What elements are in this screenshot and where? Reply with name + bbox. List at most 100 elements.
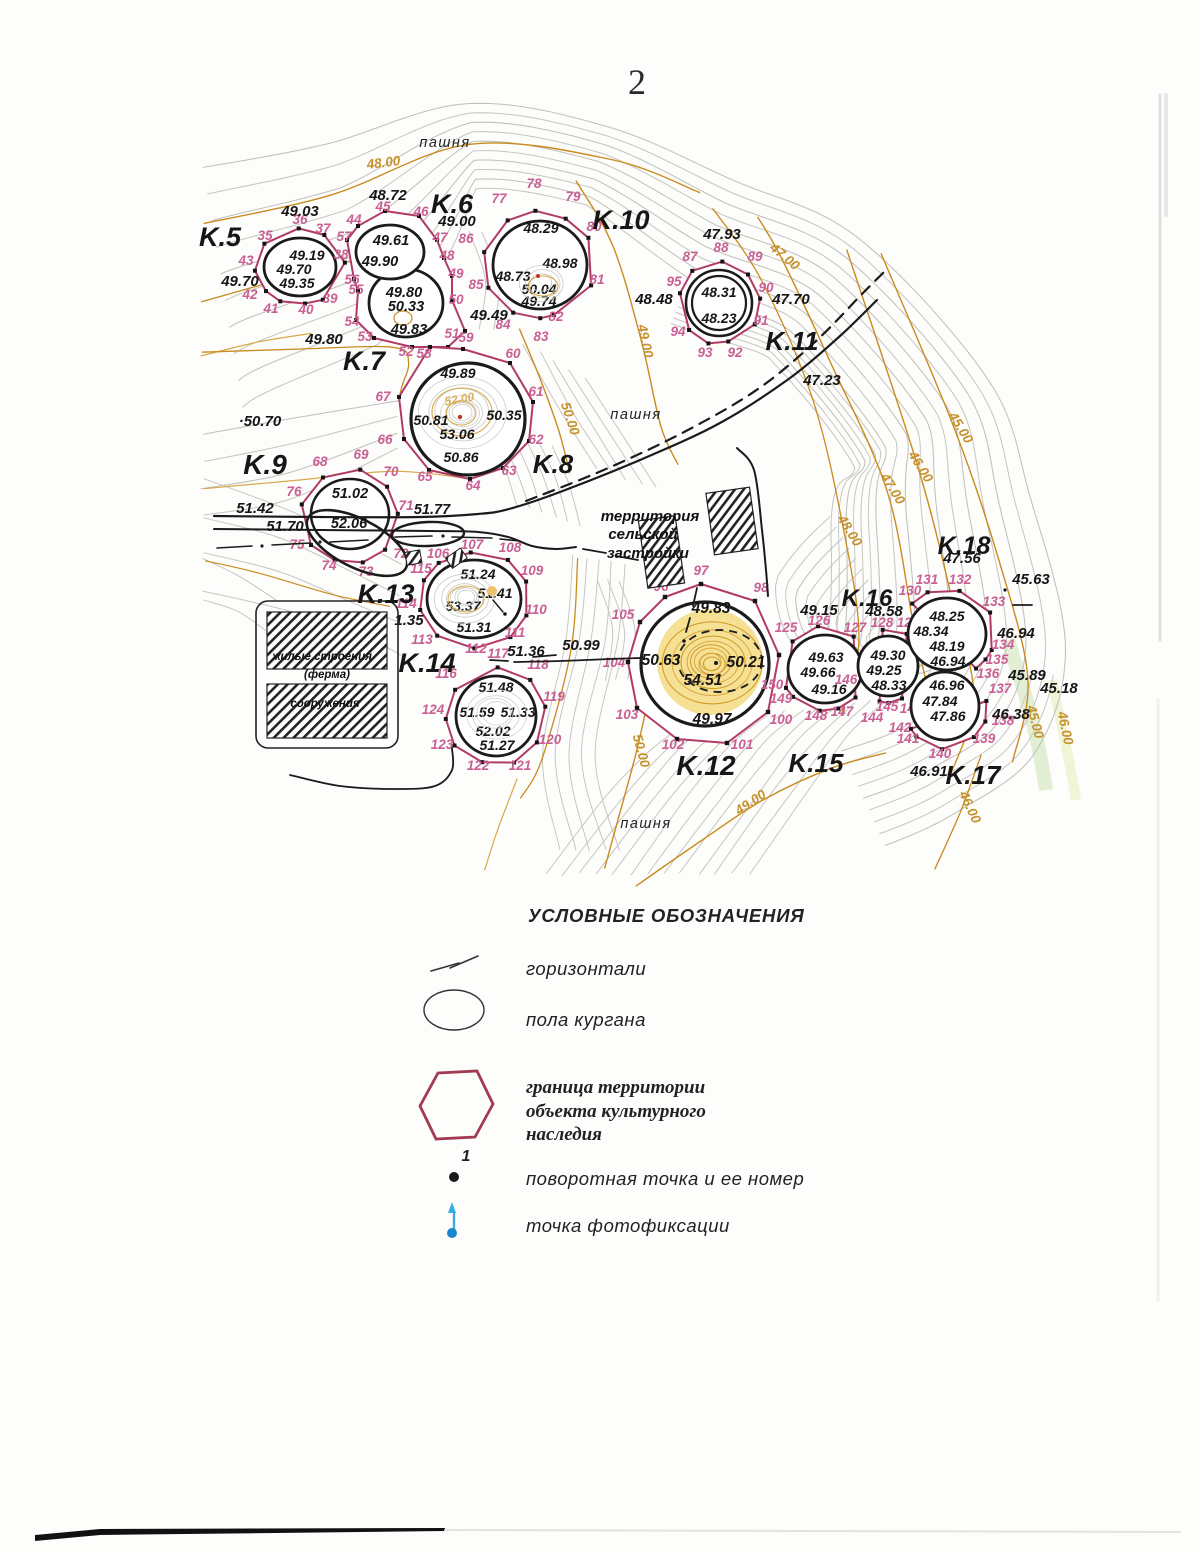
svg-text:63: 63 [501,463,517,478]
svg-text:119: 119 [543,689,565,704]
svg-text:141: 141 [897,731,920,746]
svg-text:застройки: застройки [607,545,689,562]
svg-text:51: 51 [444,326,459,341]
svg-text:144: 144 [861,710,884,725]
svg-text:46: 46 [412,204,429,219]
svg-text:45.89: 45.89 [1007,667,1046,684]
svg-text:94: 94 [670,324,686,339]
svg-text:145: 145 [876,699,899,714]
svg-text:поворотная точка и ее номе: поворотная точка и ее номер [526,1168,804,1189]
svg-text:точка фотофиксации: точка фотофиксации [526,1215,730,1236]
svg-text:K.11: K.11 [766,326,819,356]
svg-text:пашня: пашня [610,407,661,423]
svg-text:105: 105 [612,607,635,622]
svg-text:50.00: 50.00 [558,400,583,437]
svg-text:124: 124 [422,702,445,717]
svg-text:41: 41 [262,301,278,316]
svg-text:45.18: 45.18 [1039,680,1078,697]
svg-text:49.19: 49.19 [288,247,324,263]
svg-text:45.00: 45.00 [945,408,976,446]
svg-text:103: 103 [616,707,639,722]
svg-text:58: 58 [416,346,432,361]
svg-text:46.00: 46.00 [956,788,985,826]
svg-text:50.86: 50.86 [443,449,478,465]
svg-text:67: 67 [375,389,392,404]
svg-text:49.66: 49.66 [799,664,835,680]
svg-text:сельской: сельской [608,526,677,543]
svg-text:74: 74 [321,558,337,573]
svg-text:37: 37 [315,221,332,236]
svg-text:·50.70: ·50.70 [239,413,282,430]
svg-text:112: 112 [465,641,487,656]
svg-text:49.83: 49.83 [691,600,731,617]
svg-text:49.80: 49.80 [304,331,343,348]
svg-text:46.96: 46.96 [928,677,964,693]
svg-text:83: 83 [533,329,549,344]
svg-text:48.33: 48.33 [870,677,906,693]
svg-text:K.12: K.12 [676,750,736,781]
svg-text:49.97: 49.97 [692,711,733,728]
svg-text:49.80: 49.80 [385,285,422,301]
svg-text:46.91: 46.91 [909,763,948,780]
svg-text:132: 132 [949,572,972,587]
svg-text:115: 115 [410,561,432,576]
svg-text:наследия: наследия [526,1124,602,1145]
svg-text:(ферма): (ферма) [304,669,350,681]
svg-text:80: 80 [586,219,602,234]
svg-text:47.56: 47.56 [942,550,981,567]
svg-text:76: 76 [286,484,302,499]
svg-text:62: 62 [528,432,544,447]
svg-text:123: 123 [431,737,454,752]
svg-text:49.03: 49.03 [280,203,319,220]
svg-text:51.27: 51.27 [479,737,515,753]
svg-text:48.23: 48.23 [700,310,736,326]
svg-text:K.10: K.10 [592,205,649,235]
svg-text:51.42: 51.42 [236,500,274,517]
svg-text:50.99: 50.99 [562,637,600,654]
svg-text:1: 1 [462,1148,471,1165]
svg-text:53: 53 [357,329,373,344]
svg-text:49.00: 49.00 [437,213,476,230]
svg-text:50.21: 50.21 [727,654,766,671]
svg-text:сооружения: сооружения [290,698,360,710]
svg-text:61: 61 [528,384,543,399]
svg-text:86: 86 [458,231,474,246]
svg-text:K.6: K.6 [431,189,474,219]
svg-text:жилые строения: жилые строения [271,651,372,663]
svg-text:139: 139 [973,731,996,746]
svg-text:47.93: 47.93 [702,226,741,243]
svg-text:133: 133 [983,594,1006,609]
svg-text:88: 88 [713,240,729,255]
svg-text:49.00: 49.00 [634,322,656,360]
svg-text:71: 71 [398,498,413,513]
svg-text:89: 89 [747,249,763,264]
svg-text:47.23: 47.23 [802,372,841,389]
svg-text:49.00: 49.00 [731,786,769,818]
svg-text:48.58: 48.58 [864,603,903,620]
svg-text:121: 121 [509,758,532,773]
svg-text:K.18: K.18 [938,532,991,560]
svg-text:51.33: 51.33 [500,704,535,720]
svg-text:48.25: 48.25 [928,608,964,624]
svg-text:40: 40 [297,302,314,317]
svg-text:51.36: 51.36 [507,643,545,660]
svg-text:47.84: 47.84 [921,693,957,709]
svg-text:70: 70 [383,464,399,479]
svg-text:64: 64 [465,478,481,493]
svg-text:57: 57 [336,229,353,244]
svg-text:36: 36 [292,212,308,227]
svg-text:127: 127 [844,620,868,635]
svg-text:131: 131 [916,572,939,587]
svg-text:K.7: K.7 [343,346,387,376]
svg-text:109: 109 [521,563,544,578]
svg-text:146: 146 [835,672,858,687]
svg-text:49.70: 49.70 [275,261,311,277]
svg-text:113: 113 [411,632,433,647]
svg-text:K.9: K.9 [243,449,287,480]
svg-text:102: 102 [662,737,685,752]
svg-text:пашня: пашня [419,135,470,151]
svg-text:55: 55 [348,282,364,297]
svg-text:68: 68 [312,454,328,469]
svg-text:110: 110 [525,602,547,617]
svg-text:52.00: 52.00 [443,390,475,409]
